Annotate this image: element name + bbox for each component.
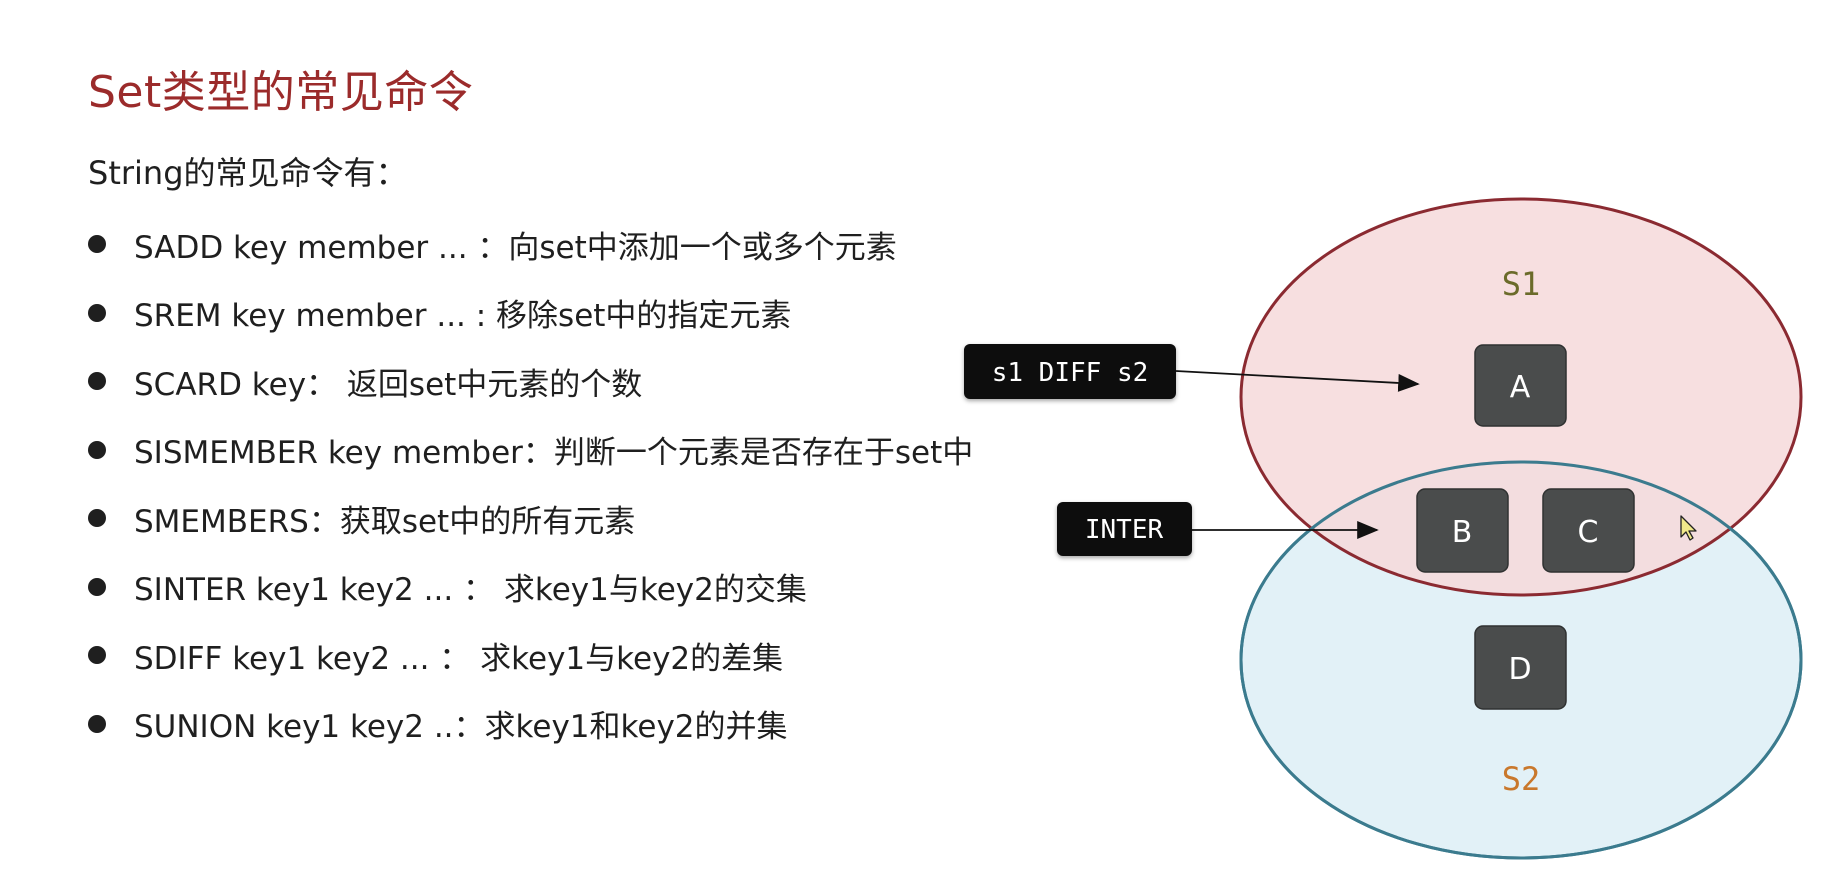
command-item-sismember: SISMEMBER key member：判断一个元素是否存在于set中 <box>88 416 973 485</box>
inter-callout: INTER <box>1057 502 1192 556</box>
bullet-icon <box>88 372 106 391</box>
command-item-sunion: SUNION key1 key2 ..：求key1和key2的并集 <box>88 690 973 759</box>
bullet-icon <box>88 714 106 733</box>
command-text: SCARD key： 返回set中元素的个数 <box>134 366 643 403</box>
command-item-sadd: SADD key member ... ：向set中添加一个或多个元素 <box>88 210 973 279</box>
set-s2-label: S2 <box>1502 760 1541 798</box>
set-s1-label: S1 <box>1502 265 1541 303</box>
element-d: D <box>1474 625 1567 710</box>
element-d-label: D <box>1508 652 1531 687</box>
command-text: SISMEMBER key member：判断一个元素是否存在于set中 <box>134 435 974 472</box>
inter-callout-label: INTER <box>1085 515 1164 545</box>
command-text: SMEMBERS：获取set中的所有元素 <box>134 503 636 540</box>
element-b: B <box>1416 488 1509 573</box>
diff-callout: s1 DIFF s2 <box>964 344 1176 399</box>
bullet-icon <box>88 303 106 322</box>
slide-title: Set类型的常见命令 <box>88 67 474 118</box>
element-b-label: B <box>1452 515 1473 550</box>
bullet-icon <box>88 235 106 254</box>
command-item-scard: SCARD key： 返回set中元素的个数 <box>88 347 973 416</box>
element-c: C <box>1542 488 1635 573</box>
bullet-icon <box>88 577 106 596</box>
diff-callout-label: s1 DIFF s2 <box>992 358 1149 388</box>
command-text: SREM key member ... : 移除set中的指定元素 <box>134 298 792 335</box>
element-c-label: C <box>1578 515 1599 550</box>
command-item-srem: SREM key member ... : 移除set中的指定元素 <box>88 279 973 348</box>
command-text: SDIFF key1 key2 ... ： 求key1与key2的差集 <box>134 640 784 677</box>
element-a-label: A <box>1510 370 1531 405</box>
diff-arrow <box>1175 370 1420 392</box>
command-text: SADD key member ... ：向set中添加一个或多个元素 <box>134 229 897 266</box>
bullet-icon <box>88 509 106 528</box>
intro-text: String的常见命令有： <box>88 154 408 192</box>
command-item-smembers: SMEMBERS：获取set中的所有元素 <box>88 484 973 553</box>
element-a: A <box>1474 344 1567 427</box>
bullet-icon <box>88 646 106 665</box>
bullet-icon <box>88 440 106 459</box>
command-item-sinter: SINTER key1 key2 ... ： 求key1与key2的交集 <box>88 553 973 622</box>
set-s2-outline <box>1239 460 1803 860</box>
command-text: SINTER key1 key2 ... ： 求key1与key2的交集 <box>134 572 807 609</box>
command-text: SUNION key1 key2 ..：求key1和key2的并集 <box>134 709 788 746</box>
mouse-cursor-icon <box>1680 515 1697 541</box>
command-list: SADD key member ... ：向set中添加一个或多个元素 SREM… <box>88 210 973 758</box>
command-item-sdiff: SDIFF key1 key2 ... ： 求key1与key2的差集 <box>88 621 973 690</box>
